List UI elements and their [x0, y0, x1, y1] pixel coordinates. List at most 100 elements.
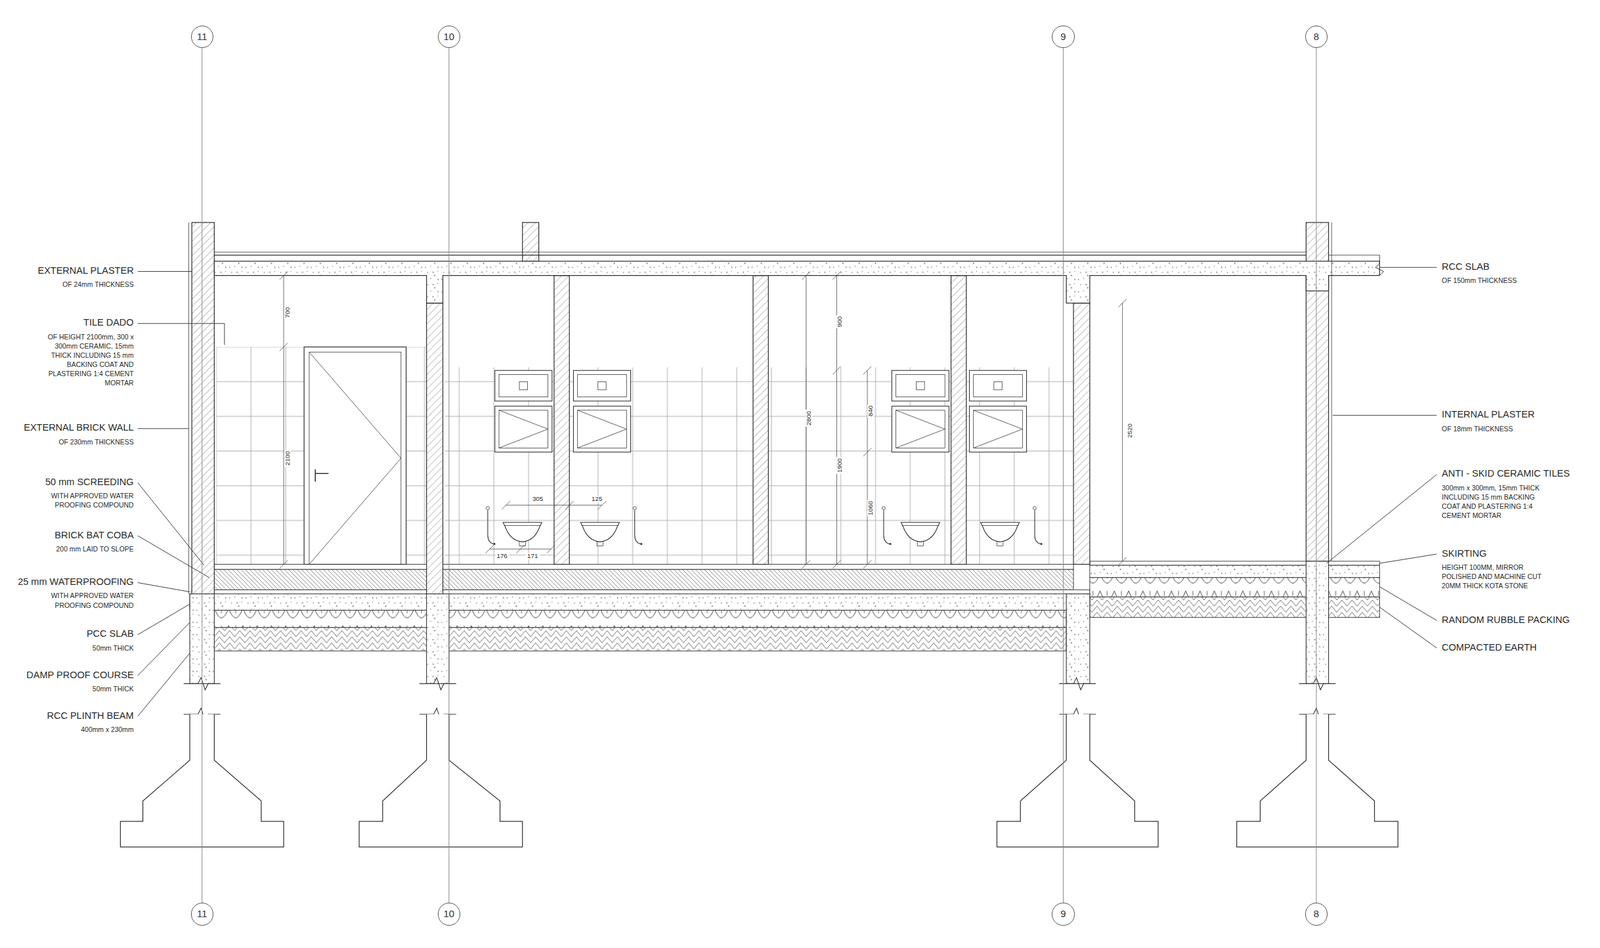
floor-layers: [189, 561, 1380, 652]
line-part: [188, 222, 190, 595]
grid-bubble: 8: [1305, 25, 1328, 48]
path-part: [996, 714, 1159, 847]
path-part: [137, 653, 190, 717]
line-part: [867, 370, 868, 564]
path-part: [1236, 714, 1399, 847]
rect-part: [1066, 594, 1090, 685]
use-part: [1032, 506, 1042, 545]
path-part: [502, 500, 607, 509]
path-part: [1379, 586, 1437, 621]
callout-note: WITH APPROVED WATER PROOFING COMPOUND: [40, 591, 134, 610]
path-part: [1375, 255, 1384, 276]
rect-part: [426, 303, 444, 595]
door: [303, 347, 406, 565]
dimension-text: 1900: [836, 456, 844, 475]
callout-note: 400mm x 230mm: [80, 725, 134, 735]
dimension-text: 1060: [867, 499, 874, 517]
grid-label: 9: [1060, 909, 1066, 920]
grid-label: 8: [1313, 32, 1319, 43]
path-part: [1332, 414, 1438, 416]
use-part: [900, 522, 940, 547]
rect-part: [951, 275, 967, 565]
path-part: [485, 544, 556, 553]
grid-label: 11: [196, 909, 207, 920]
grid-bubble: 11: [191, 25, 214, 48]
path-part: [359, 714, 523, 847]
grid-bubble: 10: [437, 902, 461, 926]
rect-part: [1089, 565, 1380, 578]
path-part: [137, 271, 192, 272]
dimension-text: 2800: [806, 409, 813, 427]
callout-heading: RCC PLINTH BEAM: [46, 710, 134, 722]
path-part: [315, 469, 329, 482]
path-part: [1379, 607, 1437, 649]
rect-part: [554, 275, 570, 565]
grid-bubble: 9: [1051, 902, 1075, 926]
rect-part: [214, 564, 1074, 570]
callout-heading: 25 mm WATERPROOFING: [17, 576, 134, 588]
callout-note: OF HEIGHT 2100mm, 300 x 300mm CERAMIC, 1…: [40, 332, 134, 389]
path-part: [137, 428, 190, 429]
dimension-text: 171: [525, 552, 540, 560]
grid-bubble: 11: [191, 902, 214, 926]
rect-part: [191, 589, 1090, 594]
use-part: [419, 677, 457, 691]
callout-note: 300mm x 300mm, 15mm THICK INCLUDING 15 m…: [1441, 483, 1542, 522]
use-part: [573, 370, 631, 452]
callout-heading: PCC SLAB: [86, 628, 134, 640]
callout-note: OF 18mm THICKNESS: [1441, 424, 1513, 434]
callout-note: WITH APPROVED WATER PROOFING COMPOUND: [40, 491, 134, 511]
callout-heading: TILE DADO: [83, 317, 134, 329]
grid-label: 10: [443, 909, 455, 920]
callout-heading: BRICK BAT COBA: [54, 529, 134, 541]
callout-heading: RANDOM RUBBLE PACKING: [1441, 614, 1570, 626]
rect-part: [1073, 303, 1090, 565]
grid-line: [1062, 47, 1064, 903]
callout-note: OF 150mm THICKNESS: [1441, 276, 1517, 286]
path-part: [137, 622, 190, 676]
mirrors-windows: [495, 370, 1027, 452]
rect-part: [216, 347, 427, 565]
path-part: [1326, 474, 1437, 564]
callout-heading: DAMP PROOF COURSE: [26, 669, 134, 681]
use-part: [632, 506, 643, 545]
path-part: [1379, 554, 1437, 564]
rect-part: [1305, 561, 1329, 685]
use-part: [502, 522, 542, 547]
grid-bubble: 8: [1305, 902, 1328, 926]
use-part: [881, 506, 891, 545]
path-part: [137, 535, 210, 578]
callout-heading: RCC SLAB: [1441, 261, 1490, 273]
path-part: [863, 366, 872, 569]
grid-bubble: 9: [1051, 25, 1075, 48]
use-part: [891, 370, 949, 452]
callout-heading: EXTERNAL BRICK WALL: [23, 422, 134, 434]
use-part: [1059, 677, 1096, 691]
tile-dado: [216, 347, 1074, 565]
grid-label: 8: [1313, 909, 1319, 920]
dimension-lines: [279, 271, 1127, 568]
rect-part: [214, 609, 1067, 628]
grid-line: [1315, 47, 1317, 903]
callout-note: 50mm THICK: [92, 684, 134, 694]
dimension-text: 125: [590, 495, 604, 503]
rect-part: [303, 347, 406, 565]
use-part: [1299, 677, 1337, 691]
rcc-slab: [189, 222, 1384, 595]
line-part: [1331, 222, 1333, 562]
callout-note: HEIGHT 100MM, MIRROR POLISHED AND MACHIN…: [1441, 563, 1542, 591]
footings: [120, 714, 1398, 847]
callout-note: 200 mm LAID TO SLOPE: [56, 544, 134, 555]
path-part: [1118, 298, 1126, 566]
dimension-text: 700: [284, 305, 291, 319]
line-part: [1328, 254, 1381, 256]
grid-line: [448, 47, 450, 903]
callout-heading: COMPACTED EARTH: [1441, 642, 1537, 654]
callout-heading: 50 mm SCREEDING: [45, 476, 134, 488]
callout-heading: ANTI - SKID CERAMIC TILES: [1441, 468, 1570, 480]
columns: [189, 561, 1329, 685]
path-part: [137, 482, 205, 566]
